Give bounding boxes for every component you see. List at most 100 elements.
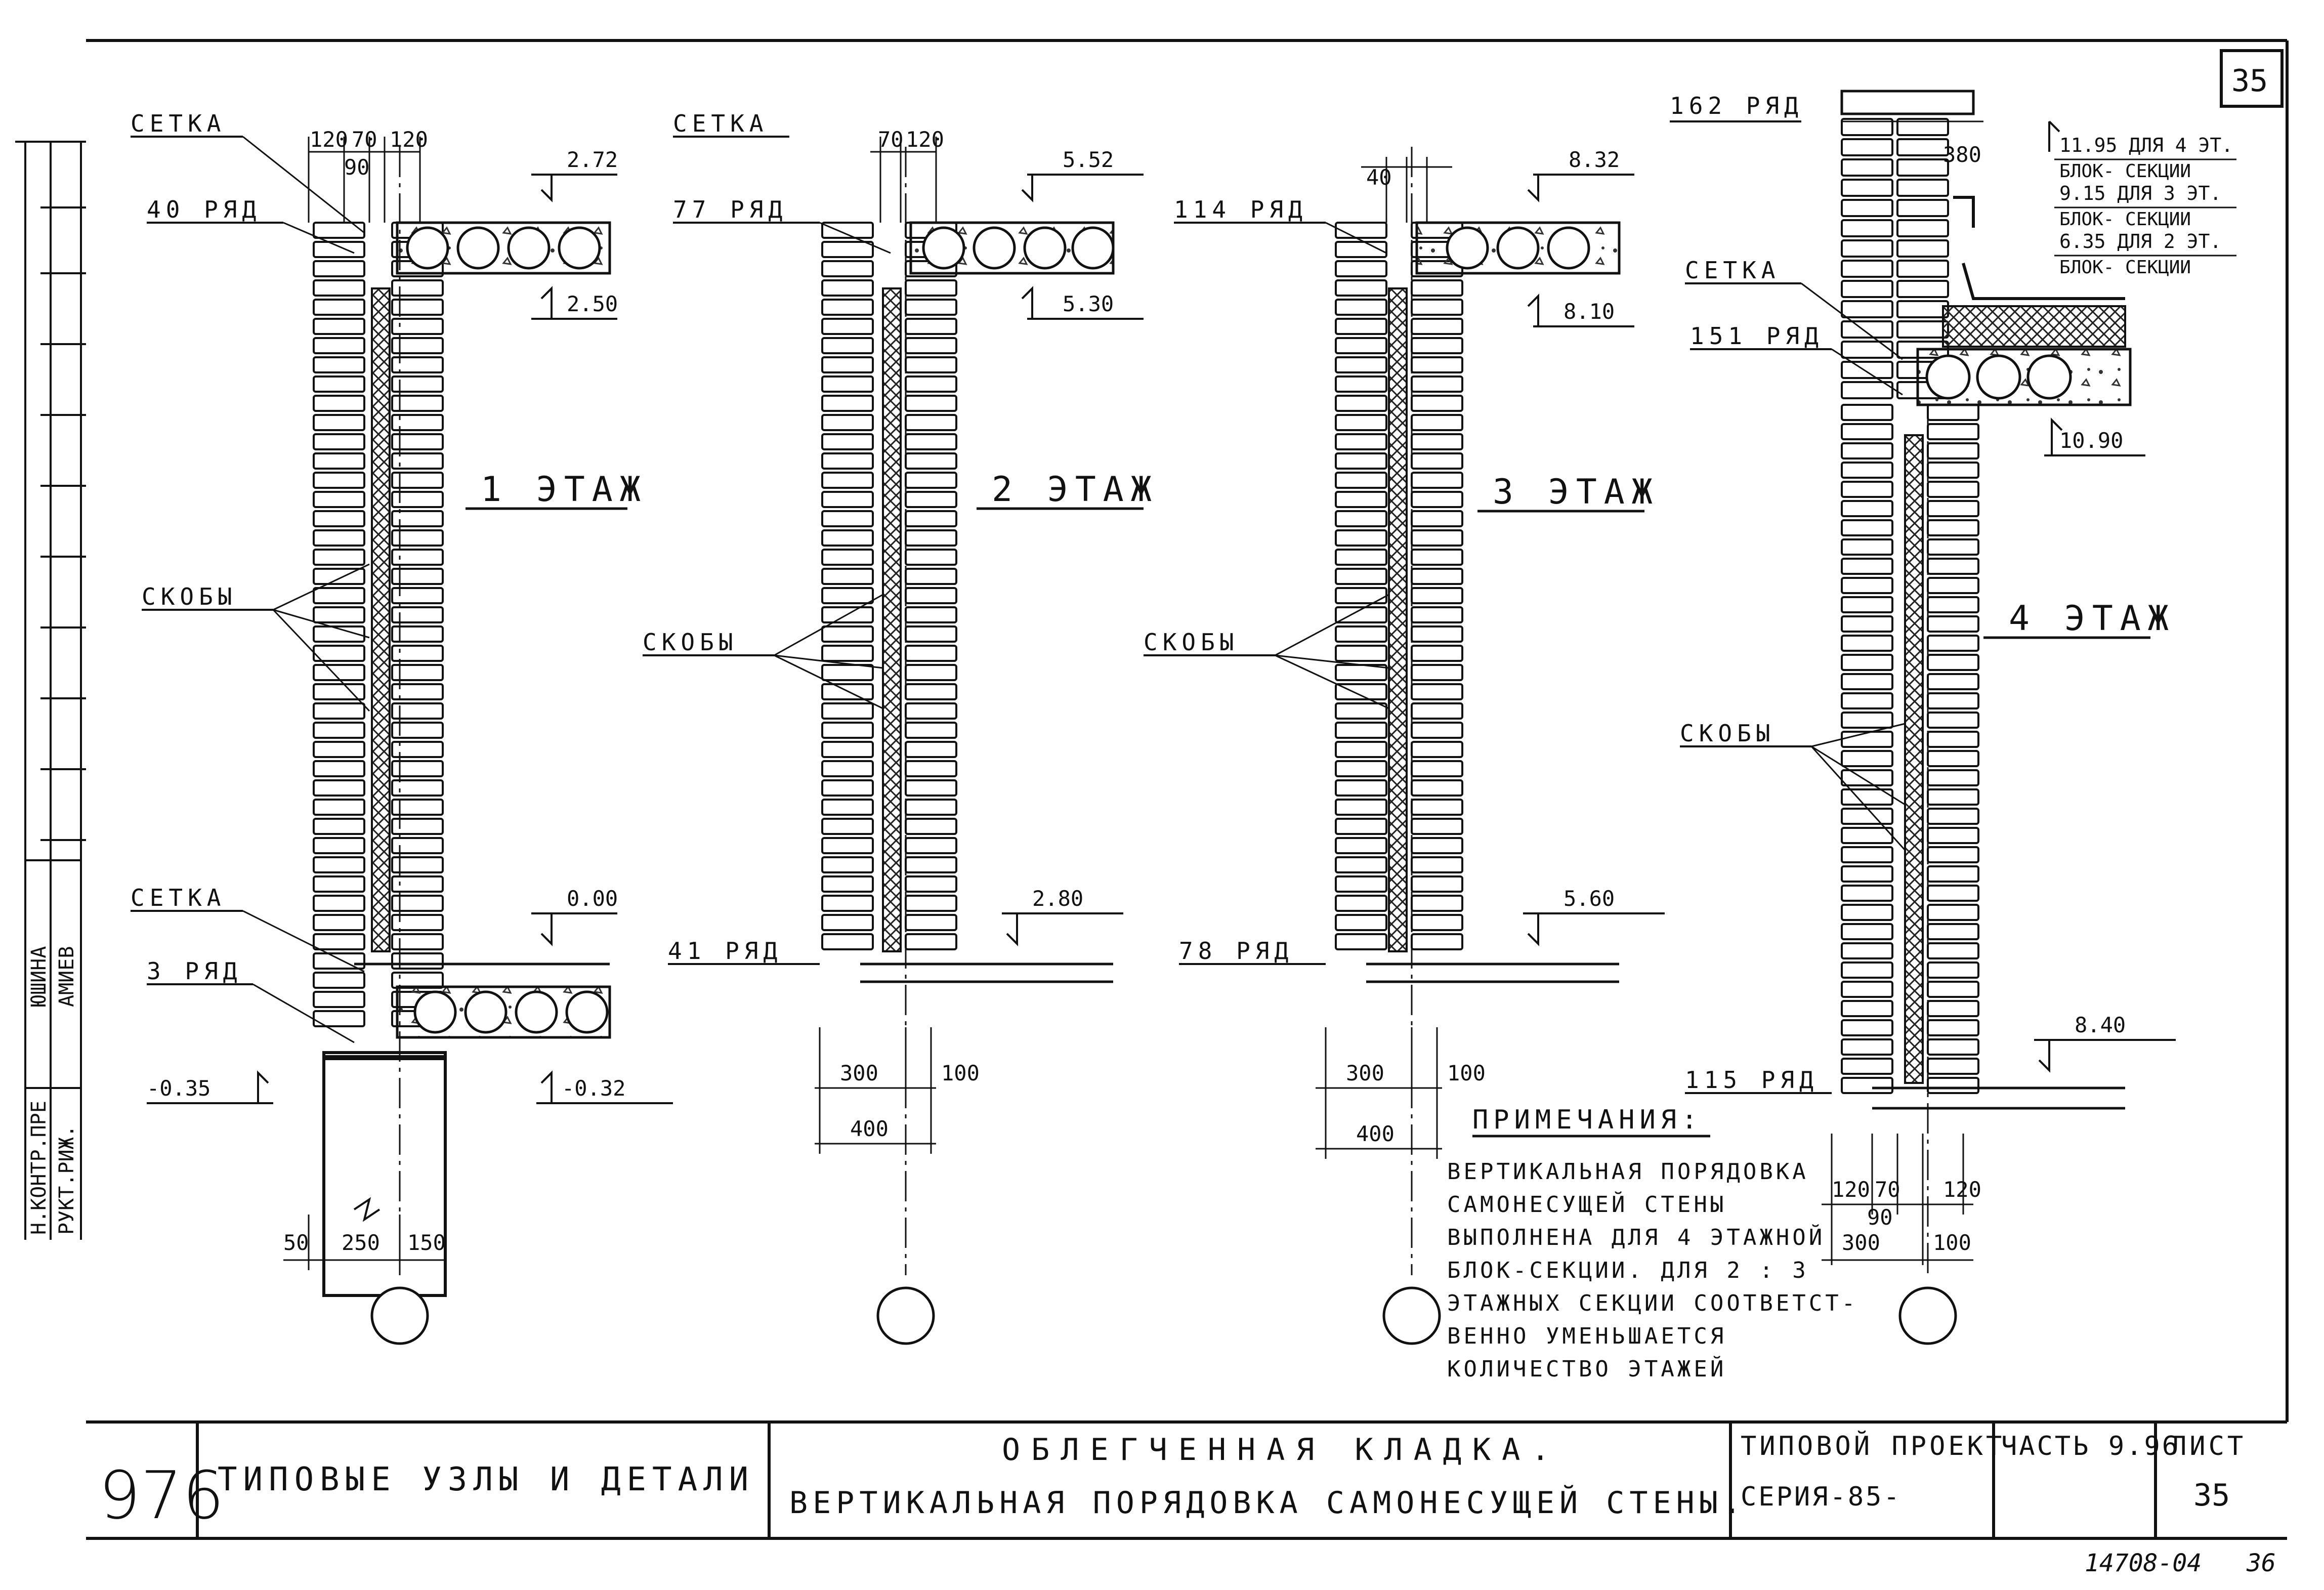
brick	[1841, 341, 1893, 359]
section-3-dims-bottom	[1316, 1027, 1442, 1159]
section-1-elev-zero: 0.00	[567, 886, 618, 911]
brick	[1411, 433, 1463, 450]
section-2-floor: 2 ЭТАЖ	[992, 470, 1159, 510]
brick	[1841, 654, 1893, 671]
section-1-skoby: СКОБЫ	[142, 583, 237, 610]
brick	[1411, 760, 1463, 777]
brick	[1335, 491, 1387, 508]
brick	[1841, 1019, 1893, 1036]
brick	[1841, 769, 1893, 786]
brick	[1927, 981, 1979, 998]
brick	[313, 433, 365, 450]
brick	[1927, 635, 1979, 652]
svg-text:9.15 ДЛЯ 3 ЭТ.: 9.15 ДЛЯ 3 ЭТ.	[2059, 182, 2221, 204]
album-title: ТИПОВЫЕ УЗЛЫ И ДЕТАЛИ	[218, 1461, 754, 1498]
brick	[905, 856, 957, 873]
project-label: ТИПОВОЙ ПРОЕКТ	[1741, 1431, 2005, 1461]
section-1-dim-a: 120	[310, 127, 348, 152]
section-4-dim-100: 100	[1933, 1230, 1971, 1255]
svg-text:БЛОК- СЕКЦИИ: БЛОК- СЕКЦИИ	[2059, 209, 2191, 230]
brick	[313, 914, 365, 931]
brick	[905, 549, 957, 566]
brick	[1335, 856, 1387, 873]
brick	[905, 337, 957, 354]
section-2-elev-top2: 5.30	[1063, 291, 1114, 316]
section-1-row-top: 40 РЯД	[147, 196, 261, 223]
notes-heading: ПРИМЕЧАНИЯ:	[1472, 1105, 1702, 1135]
brick	[905, 837, 957, 854]
brick	[391, 760, 444, 777]
brick	[1841, 260, 1893, 278]
brick	[905, 779, 957, 797]
section-4-dim-380: 380	[1943, 142, 1981, 167]
brick	[1335, 279, 1387, 297]
brick	[1927, 885, 1979, 902]
brick	[905, 491, 957, 508]
bottom-stamp-page: 36	[2246, 1549, 2276, 1577]
brick	[821, 318, 874, 335]
section-2-insulation	[882, 287, 902, 952]
brick	[1841, 692, 1893, 709]
brick	[821, 395, 874, 412]
brick	[1335, 799, 1387, 816]
section-2-dims-top	[870, 137, 937, 223]
brick	[313, 452, 365, 470]
brick	[1841, 1038, 1893, 1056]
svg-text:БЛОК- СЕКЦИИ: БЛОК- СЕКЦИИ	[2059, 161, 2191, 182]
brick	[905, 414, 957, 431]
brick	[1411, 799, 1463, 816]
brick	[1411, 279, 1463, 297]
brick	[391, 414, 444, 431]
brick	[1927, 462, 1979, 479]
brick	[1335, 318, 1387, 335]
notes-line-3: ВЫПОЛНЕНА ДЛЯ 4 ЭТАЖНОЙ	[1447, 1224, 1825, 1250]
brick	[391, 875, 444, 893]
brick	[391, 837, 444, 854]
brick	[905, 760, 957, 777]
brick	[391, 625, 444, 643]
brick	[1841, 615, 1893, 633]
section-2-row-bottom: 41 РЯД	[668, 937, 782, 965]
section-4-elev-1090: 10.90	[2059, 428, 2123, 453]
section-2-dim-300: 300	[840, 1061, 878, 1085]
brick	[1841, 280, 1893, 298]
brick	[1411, 375, 1463, 393]
brick	[1927, 788, 1979, 806]
brick	[1841, 158, 1893, 177]
part-label: ЧАСТЬ 9.96	[2001, 1431, 2180, 1461]
brick	[1411, 414, 1463, 431]
brick	[1841, 381, 1893, 399]
brick	[821, 722, 874, 739]
brick	[1335, 472, 1387, 489]
brick	[1335, 568, 1387, 585]
brick	[1841, 300, 1893, 318]
brick	[905, 472, 957, 489]
brick	[821, 741, 874, 758]
brick	[905, 529, 957, 547]
section-3-insulation	[1388, 287, 1408, 952]
brick	[1927, 846, 1979, 863]
brick	[1411, 529, 1463, 547]
page-number: 976	[99, 1457, 224, 1534]
brick	[905, 568, 957, 585]
brick	[821, 510, 874, 527]
brick	[1841, 199, 1893, 217]
brick	[821, 222, 874, 239]
brick	[1411, 472, 1463, 489]
brick	[1841, 219, 1893, 237]
brick	[1411, 933, 1463, 950]
brick	[391, 433, 444, 450]
brick	[1411, 895, 1463, 912]
brick	[1335, 433, 1387, 450]
brick	[1411, 741, 1463, 758]
notes-line-7: КОЛИЧЕСТВО ЭТАЖЕЙ	[1447, 1355, 1726, 1382]
brick	[905, 318, 957, 335]
brick	[391, 337, 444, 354]
brick	[821, 241, 874, 258]
brick	[1335, 741, 1387, 758]
brick	[905, 818, 957, 835]
section-4-slab	[1916, 348, 2132, 406]
brick	[1411, 587, 1463, 604]
brick	[391, 741, 444, 758]
